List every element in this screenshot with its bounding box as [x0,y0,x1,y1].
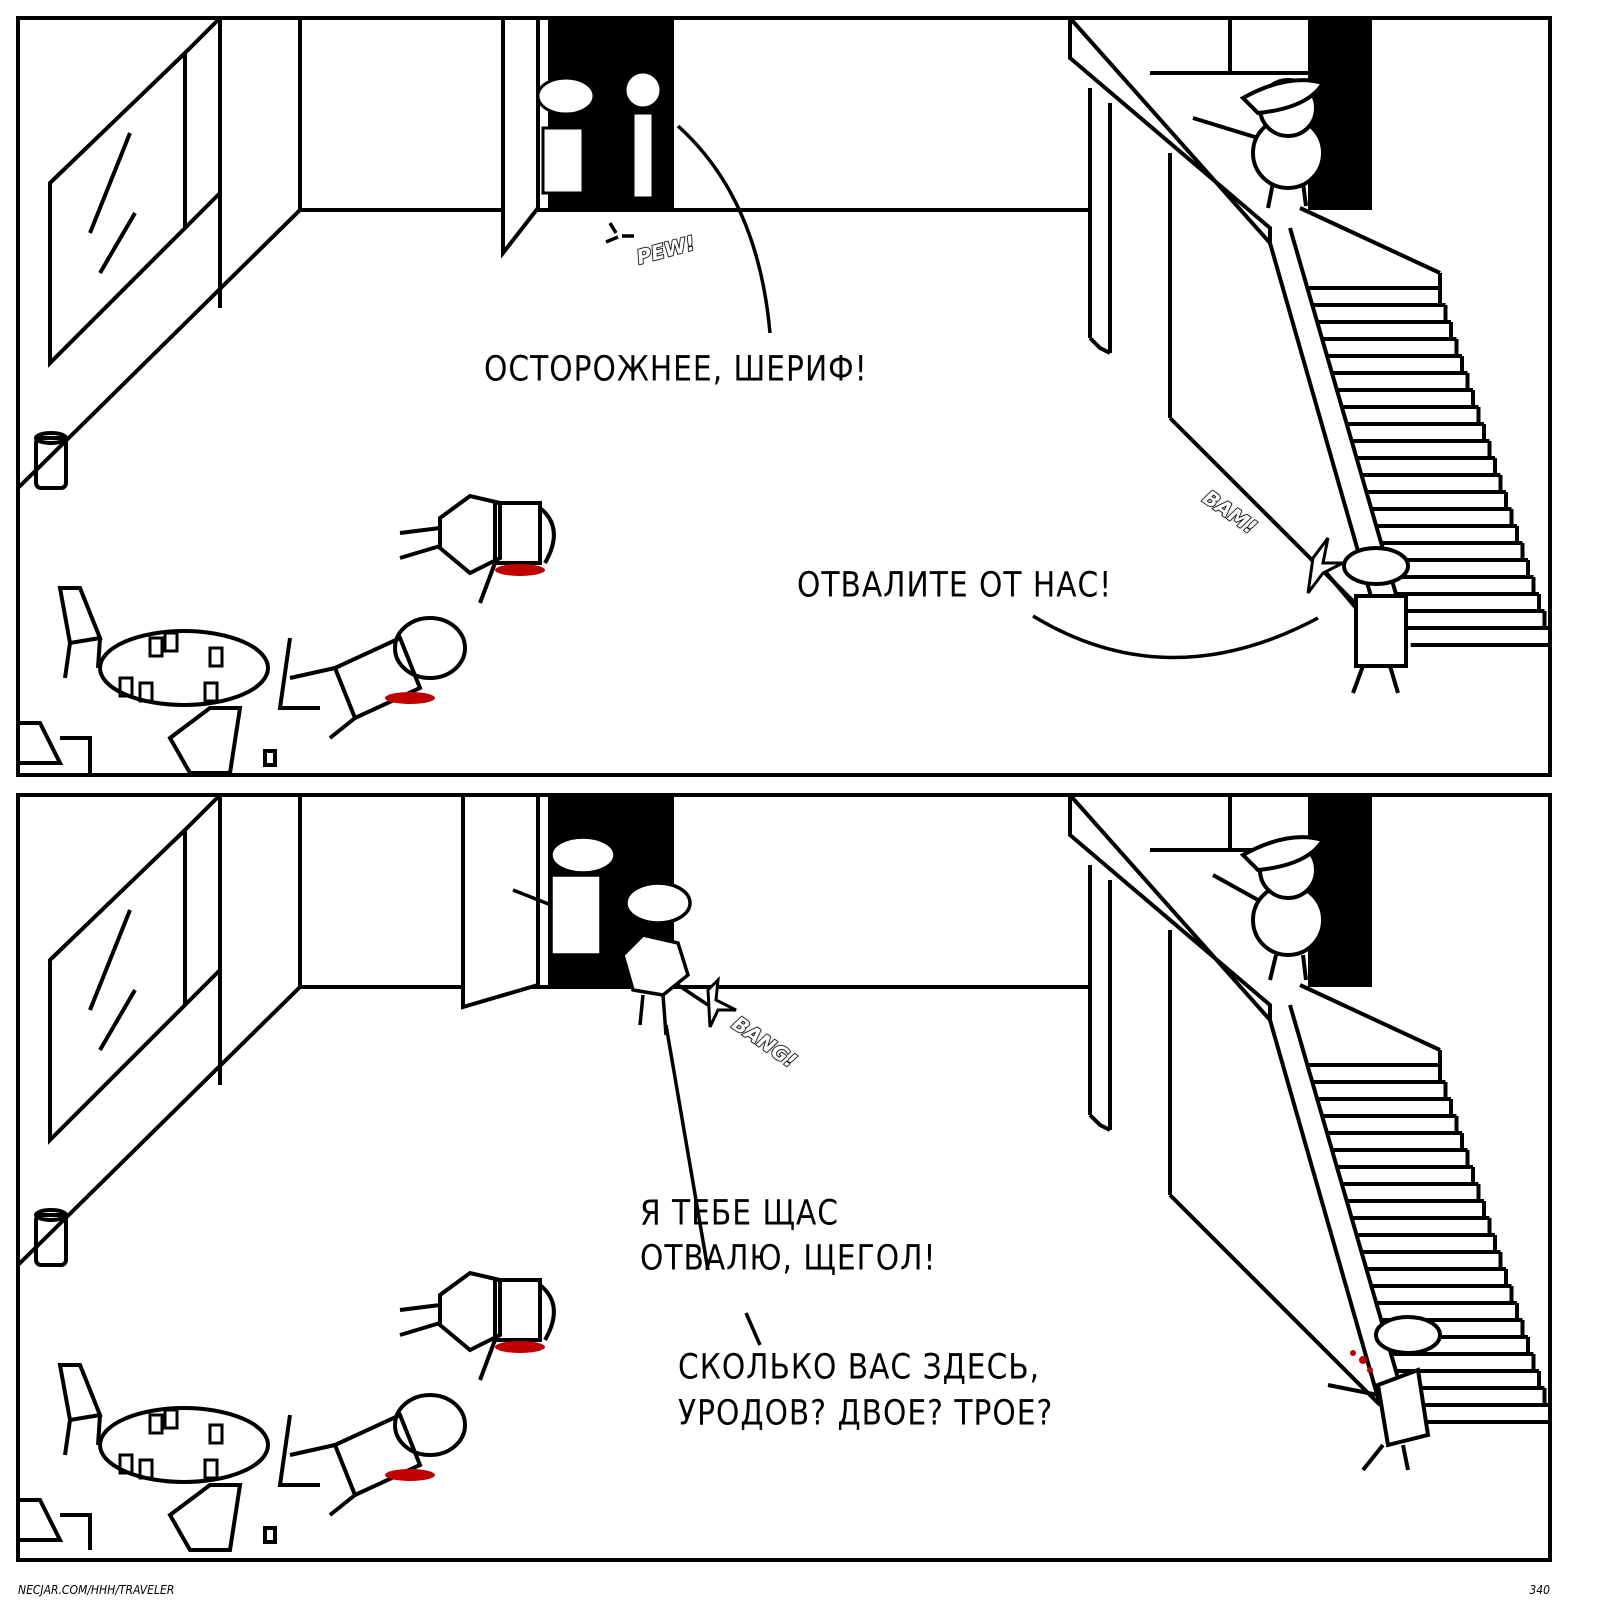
speech-line-1: Я ТЕБЕ ЩАС [640,1192,840,1233]
speech-line-3: СКОЛЬКО ВАС ЗДЕСЬ, [678,1346,1041,1387]
footer-url: NECJAR.COM/HHH/TRAVELER [18,1583,175,1597]
panel-1 [16,16,1552,777]
speech-balloon-warning: ОСТОРОЖНЕЕ, ШЕРИФ! [484,348,868,389]
speech-line-4: УРОДОВ? ДВОЕ? ТРОЕ? [678,1392,1054,1433]
panel-2 [16,793,1552,1562]
speech-line-2: ОТВАЛЮ, ЩЕГОЛ! [640,1237,937,1278]
page-number: 340 [1529,1583,1550,1597]
speech-balloon-back-off: ОТВАЛИТЕ ОТ НАС! [797,564,1113,605]
